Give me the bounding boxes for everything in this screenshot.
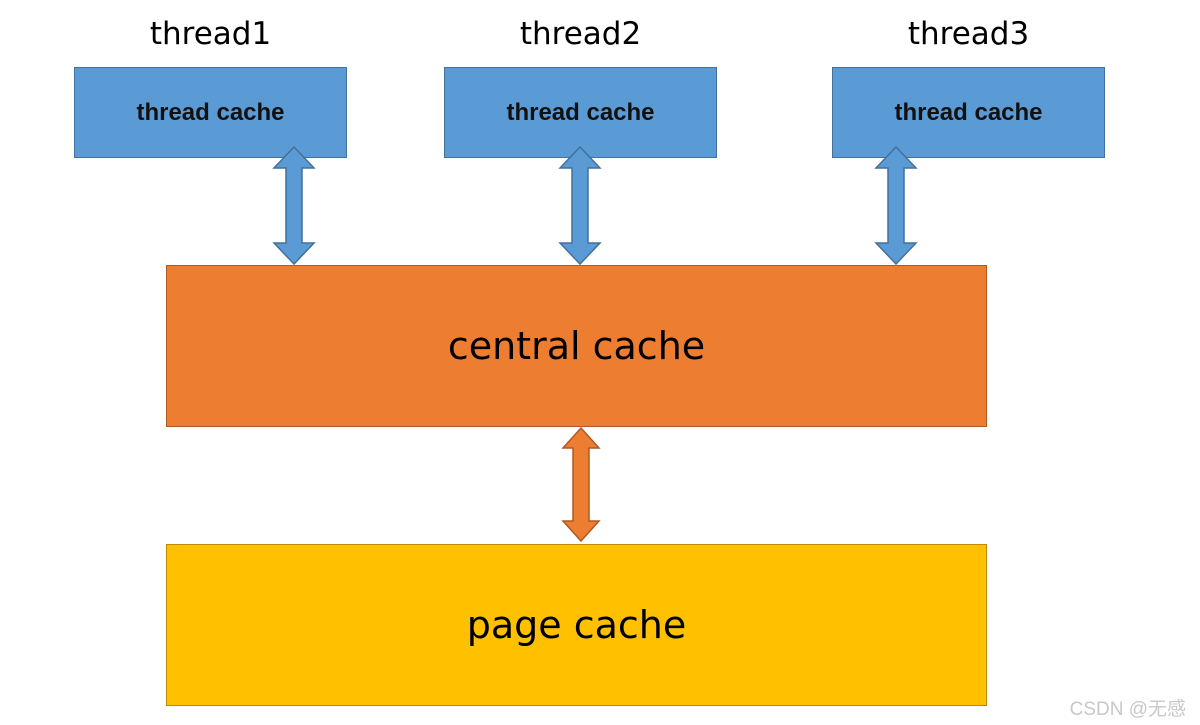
page-cache-box: page cache [166, 544, 987, 706]
thread3-cache-label: thread cache [894, 98, 1043, 126]
thread1-central-arrow [272, 145, 316, 266]
page-cache-label: page cache [466, 603, 687, 647]
watermark: CSDN @无感 [1069, 699, 1186, 720]
central-cache-label: central cache [447, 324, 706, 368]
thread3-cache-box: thread cache [832, 67, 1105, 158]
thread2-cache-box: thread cache [444, 67, 717, 158]
thread2-label: thread2 [519, 16, 642, 52]
central-cache-box: central cache [166, 265, 987, 427]
thread1-label: thread1 [149, 16, 272, 52]
thread1-cache-label: thread cache [136, 98, 285, 126]
thread1-cache-box: thread cache [74, 67, 347, 158]
thread2-cache-label: thread cache [506, 98, 655, 126]
thread2-central-arrow [558, 145, 602, 266]
central-page-arrow [561, 426, 601, 543]
thread3-central-arrow [874, 145, 918, 266]
thread3-label: thread3 [907, 16, 1030, 52]
